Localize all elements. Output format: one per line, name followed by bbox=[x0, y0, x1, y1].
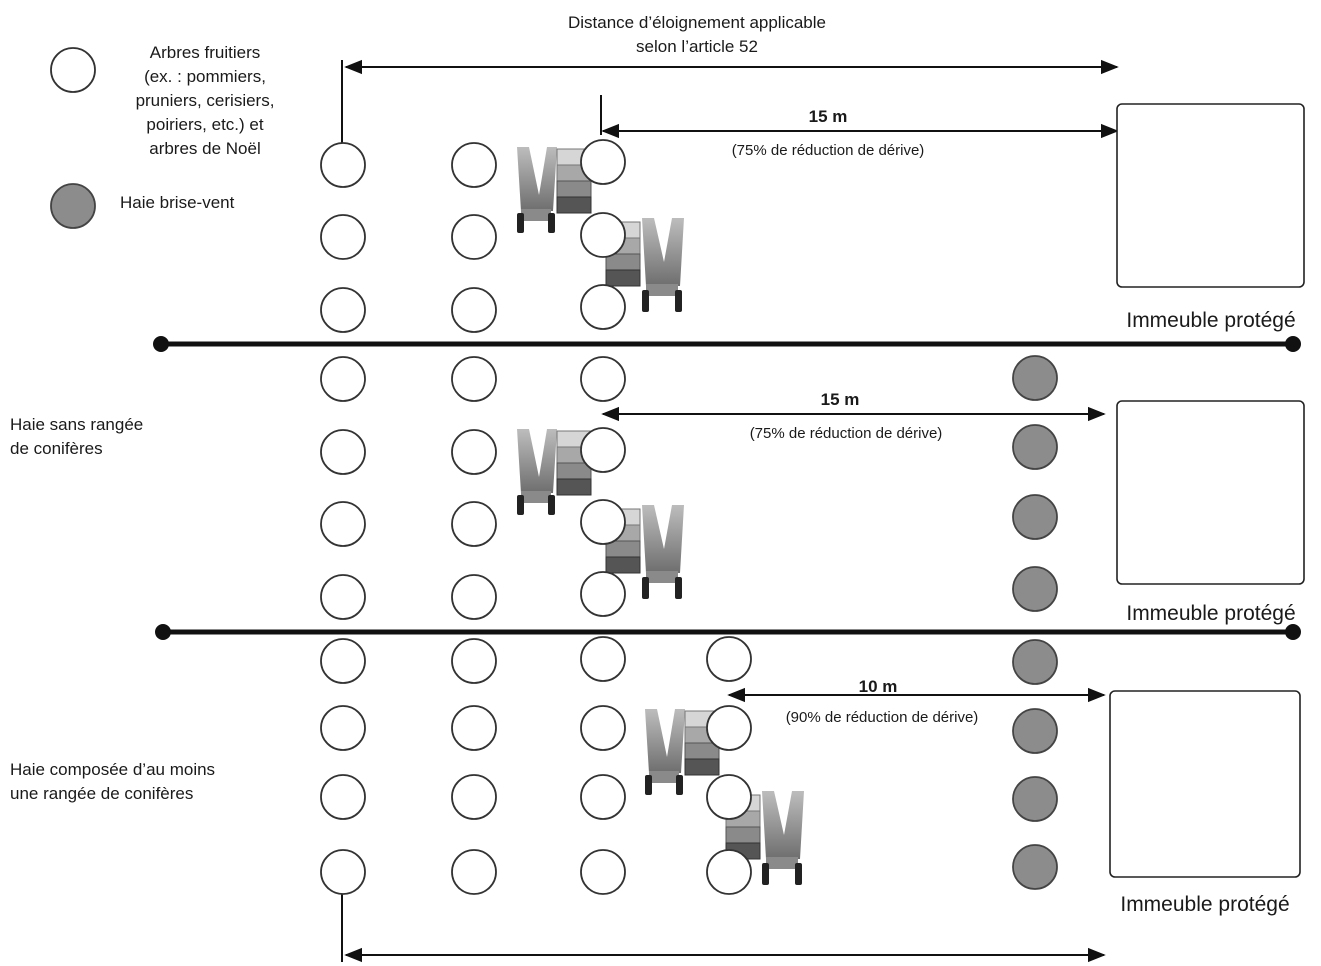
fruit-tree bbox=[320, 638, 366, 684]
fruit-tree bbox=[320, 574, 366, 620]
windbreak-tree bbox=[1012, 708, 1058, 754]
fruit-tree-column-4 bbox=[706, 636, 752, 895]
legend-fruit-line-4: poiriers, etc.) et bbox=[146, 115, 263, 134]
s1-distance-label: 15 m bbox=[809, 107, 848, 126]
fruit-tree bbox=[580, 499, 626, 545]
fruit-tree-column-1 bbox=[320, 142, 366, 895]
s3-building-label: Immeuble protégé bbox=[1120, 893, 1289, 916]
s1-reduction-label: (75% de réduction de dérive) bbox=[732, 142, 925, 159]
fruit-tree bbox=[320, 774, 366, 820]
fruit-tree bbox=[451, 774, 497, 820]
fruit-tree bbox=[580, 705, 626, 751]
s2-building bbox=[1116, 400, 1305, 585]
divider-2-right-dot bbox=[1285, 624, 1301, 640]
fruit-tree bbox=[451, 356, 497, 402]
windbreak-tree bbox=[1012, 776, 1058, 822]
fruit-tree bbox=[320, 501, 366, 547]
windbreak-tree bbox=[1012, 494, 1058, 540]
windbreak-hedge bbox=[1012, 355, 1058, 890]
divider-2-left-dot bbox=[155, 624, 171, 640]
fruit-tree bbox=[580, 427, 626, 473]
fruit-tree bbox=[451, 705, 497, 751]
s2-distance-label: 15 m bbox=[821, 390, 860, 409]
s3-side-label-2: une rangée de conifères bbox=[10, 784, 193, 803]
s1-building-label: Immeuble protégé bbox=[1126, 309, 1295, 332]
grey-circle-icon bbox=[50, 183, 96, 229]
fruit-tree bbox=[451, 638, 497, 684]
fruit-tree bbox=[320, 356, 366, 402]
windbreak-tree bbox=[1012, 424, 1058, 470]
windbreak-tree bbox=[1012, 355, 1058, 401]
fruit-tree bbox=[580, 212, 626, 258]
legend-windbreak-label: Haie brise-vent bbox=[120, 193, 235, 212]
legend-fruit-line-3: pruniers, cerisiers, bbox=[136, 91, 275, 110]
legend-fruit-line-5: arbres de Noël bbox=[149, 139, 261, 158]
divider-1-left-dot bbox=[153, 336, 169, 352]
fruit-tree bbox=[580, 849, 626, 895]
fruit-tree bbox=[451, 142, 497, 188]
white-circle-icon bbox=[50, 47, 96, 93]
s2-side-label-1: Haie sans rangée bbox=[10, 415, 143, 434]
fruit-tree bbox=[320, 705, 366, 751]
fruit-tree bbox=[451, 849, 497, 895]
fruit-tree bbox=[580, 139, 626, 185]
sprayer-icon bbox=[516, 428, 592, 516]
s3-distance-label: 10 m bbox=[859, 677, 898, 696]
divider-1-right-dot bbox=[1285, 336, 1301, 352]
fruit-tree bbox=[706, 636, 752, 682]
fruit-tree bbox=[451, 429, 497, 475]
fruit-tree bbox=[320, 142, 366, 188]
fruit-tree bbox=[451, 214, 497, 260]
s3-reduction-label: (90% de réduction de dérive) bbox=[786, 709, 979, 726]
legend-fruit-line-1: Arbres fruitiers bbox=[150, 43, 261, 62]
s2-building-label: Immeuble protégé bbox=[1126, 602, 1295, 625]
fruit-tree bbox=[320, 849, 366, 895]
fruit-tree bbox=[320, 214, 366, 260]
fruit-tree bbox=[706, 774, 752, 820]
fruit-tree bbox=[320, 429, 366, 475]
s2-reduction-label: (75% de réduction de dérive) bbox=[750, 425, 943, 442]
windbreak-tree bbox=[1012, 844, 1058, 890]
fruit-tree bbox=[580, 774, 626, 820]
s3-building bbox=[1109, 690, 1301, 878]
top-distance-line-2: selon l’article 52 bbox=[636, 37, 758, 56]
legend-fruit-line-2: (ex. : pommiers, bbox=[144, 67, 266, 86]
fruit-tree bbox=[706, 849, 752, 895]
fruit-tree bbox=[580, 571, 626, 617]
fruit-tree bbox=[580, 356, 626, 402]
s2-side-label-2: de conifères bbox=[10, 439, 103, 458]
fruit-tree bbox=[451, 501, 497, 547]
windbreak-tree bbox=[1012, 566, 1058, 612]
fruit-tree-column-3 bbox=[580, 139, 626, 895]
windbreak-tree bbox=[1012, 639, 1058, 685]
fruit-tree bbox=[451, 287, 497, 333]
fruit-tree bbox=[451, 574, 497, 620]
s1-building bbox=[1116, 103, 1305, 288]
s3-side-label-1: Haie composée d’au moins bbox=[10, 760, 215, 779]
fruit-tree-column-2 bbox=[451, 142, 497, 895]
sprayer-icon bbox=[516, 146, 592, 234]
fruit-tree bbox=[706, 705, 752, 751]
fruit-tree bbox=[580, 284, 626, 330]
fruit-tree bbox=[320, 287, 366, 333]
top-distance-line-1: Distance d’éloignement applicable bbox=[568, 13, 826, 32]
fruit-tree bbox=[580, 636, 626, 682]
